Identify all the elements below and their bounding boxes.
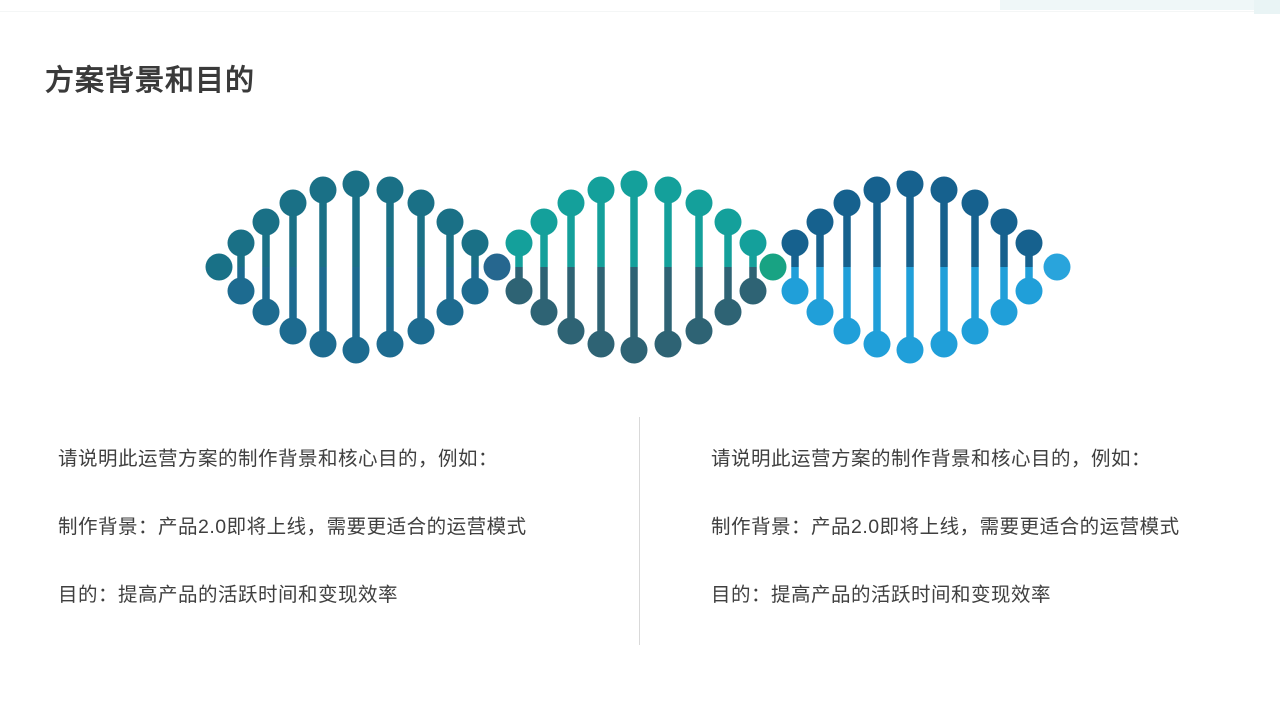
slide-title: 方案背景和目的 <box>45 65 256 98</box>
right-text-block: 请说明此运营方案的制作背景和核心目的，例如： 制作背景：产品2.0即将上线，需要… <box>711 448 1280 652</box>
placeholder-line: 制作背景：产品2.0即将上线，需要更适合的运营模式 <box>711 516 1180 538</box>
dna-helix-graphic <box>200 166 1080 368</box>
top-accent-strip <box>1000 0 1280 10</box>
placeholder-line: 目的：提高产品的活跃时间和变现效率 <box>58 584 399 606</box>
column-divider <box>639 417 640 645</box>
left-text-block: 请说明此运营方案的制作背景和核心目的，例如： 制作背景：产品2.0即将上线，需要… <box>58 448 638 652</box>
placeholder-line: 请说明此运营方案的制作背景和核心目的，例如： <box>711 448 1152 470</box>
placeholder-line: 目的：提高产品的活跃时间和变现效率 <box>711 584 1052 606</box>
top-hairline <box>0 11 1280 12</box>
dna-helix-icon <box>205 170 1071 364</box>
placeholder-line: 请说明此运营方案的制作背景和核心目的，例如： <box>58 448 499 470</box>
top-accent-nub <box>1254 0 1280 14</box>
placeholder-line: 制作背景：产品2.0即将上线，需要更适合的运营模式 <box>58 516 527 538</box>
